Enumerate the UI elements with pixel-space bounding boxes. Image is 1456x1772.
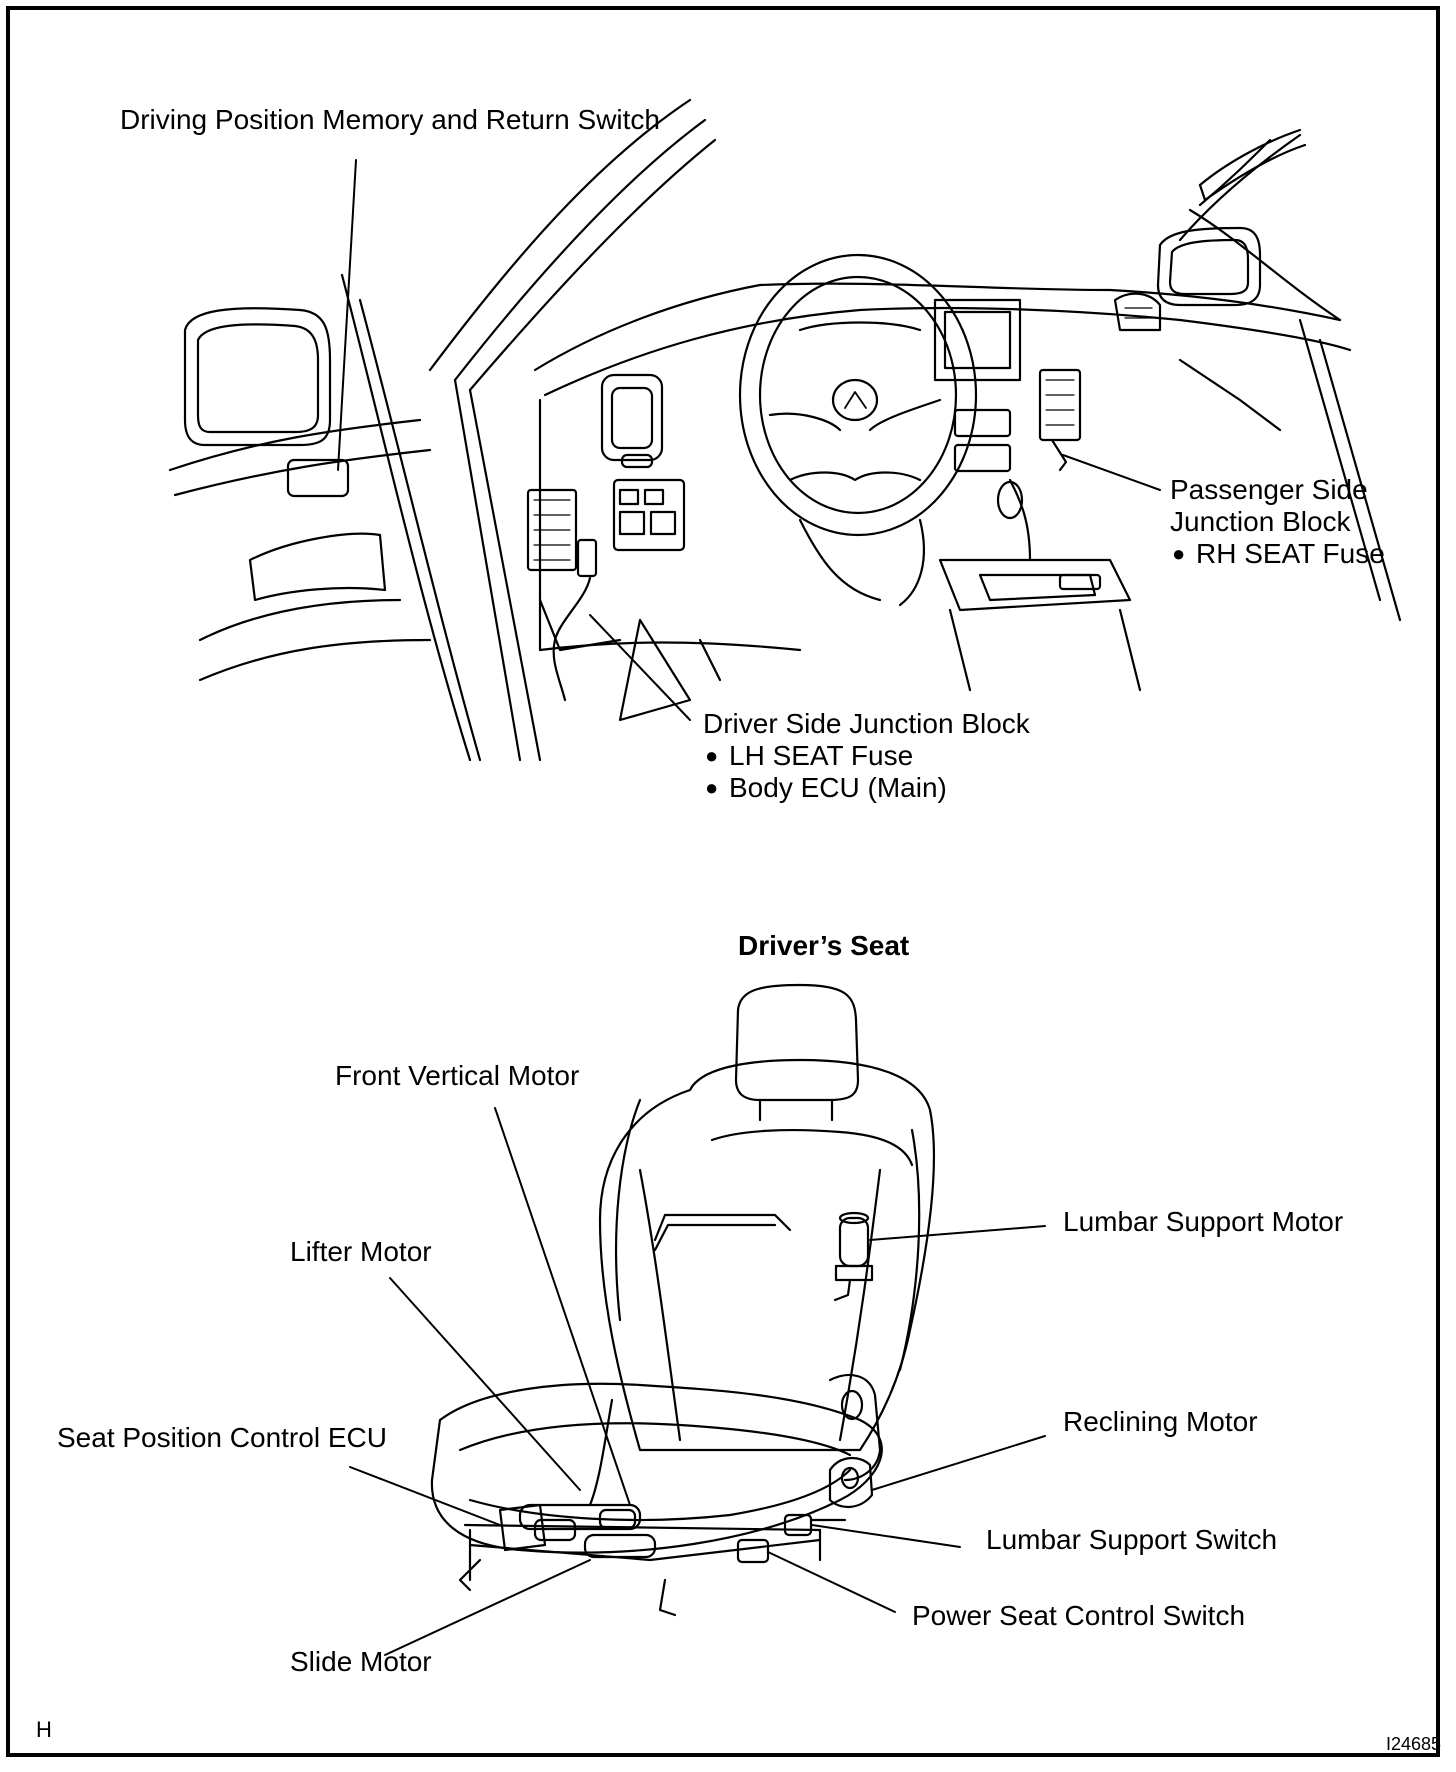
corner-letter: H xyxy=(36,1717,52,1742)
leader-seat-ecu xyxy=(349,1466,501,1526)
seat-illustration xyxy=(430,983,936,1617)
diagram-frame xyxy=(6,6,1440,1757)
label-reclining-motor: Reclining Motor xyxy=(1063,1406,1258,1437)
label-lumbar-support-switch: Lumbar Support Switch xyxy=(986,1524,1278,1555)
label-seat-position-ecu: Seat Position Control ECU xyxy=(57,1422,387,1453)
leader-passenger-jb xyxy=(1062,454,1161,491)
leader-lumbar-motor xyxy=(869,1225,1046,1241)
leader-driver-jb xyxy=(589,614,691,721)
label-passenger-jb-line1: Passenger Side xyxy=(1170,474,1368,505)
label-driver-jb-ecu: Body ECU (Main) xyxy=(705,772,947,804)
label-memory-switch: Driving Position Memory and Return Switc… xyxy=(120,104,660,135)
leader-lifter-motor xyxy=(389,1277,581,1491)
label-power-seat-switch: Power Seat Control Switch xyxy=(912,1600,1246,1631)
seat-section-title: Driver’s Seat xyxy=(738,930,910,961)
leader-slide-motor xyxy=(384,1559,591,1656)
label-lumbar-support-motor: Lumbar Support Motor xyxy=(1063,1206,1344,1237)
label-passenger-jb-fuse: RH SEAT Fuse xyxy=(1172,538,1385,570)
leader-lines xyxy=(337,159,1161,1656)
label-slide-motor: Slide Motor xyxy=(290,1646,432,1677)
label-lifter-motor: Lifter Motor xyxy=(290,1236,432,1267)
label-driver-jb-fuse: LH SEAT Fuse xyxy=(705,740,913,772)
leader-reclining-motor xyxy=(871,1435,1046,1491)
leader-memory-switch xyxy=(337,159,357,471)
figure-id: I24685 xyxy=(1386,1734,1442,1754)
label-passenger-jb-line2: Junction Block xyxy=(1170,506,1351,537)
leader-lumbar-switch xyxy=(811,1524,961,1548)
label-front-vertical-motor: Front Vertical Motor xyxy=(335,1060,580,1091)
leader-front-vertical-motor xyxy=(494,1107,631,1506)
label-driver-jb: Driver Side Junction Block xyxy=(703,708,1030,739)
leader-power-seat-switch xyxy=(767,1551,896,1613)
